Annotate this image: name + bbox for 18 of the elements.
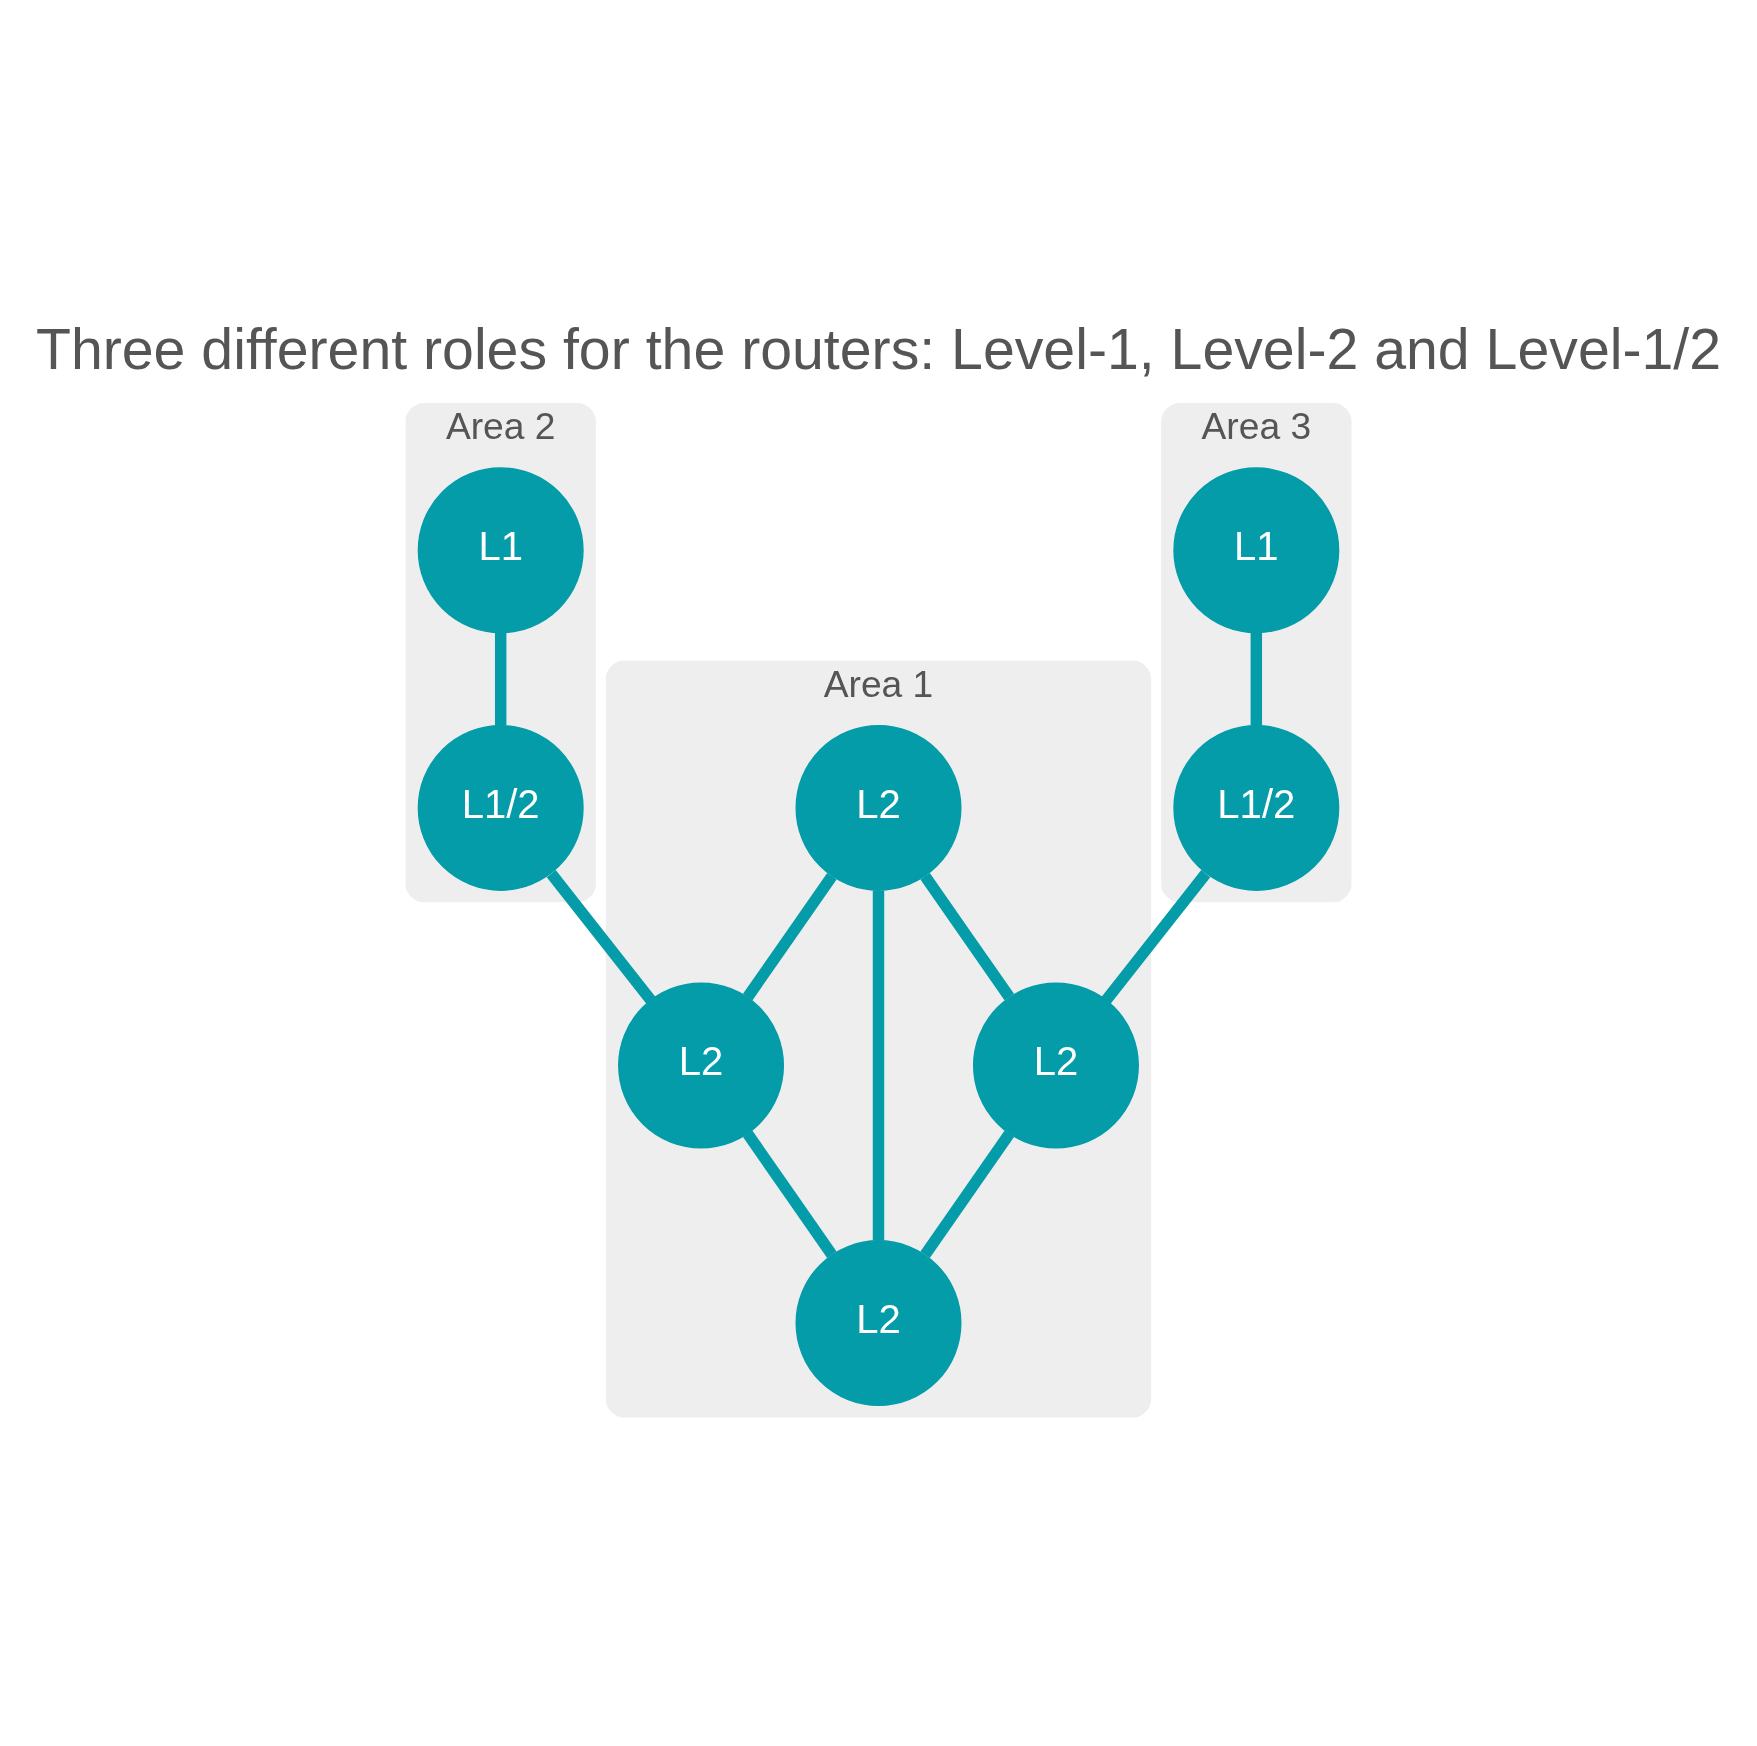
node-circle: L1	[1173, 467, 1340, 634]
connector	[742, 873, 837, 1001]
connector	[1101, 870, 1211, 1004]
node-circle: L2	[795, 1240, 962, 1407]
node-circle: L1	[417, 467, 584, 634]
node-circle: L2	[618, 982, 785, 1149]
connector	[1250, 633, 1263, 726]
diagram-title: Three different roles for the routers: Level-1, Level-2 and Level-1/2	[35, 317, 1722, 382]
node-circle: L1/2	[417, 724, 584, 891]
node-circle: L2	[795, 724, 962, 891]
node-circle: L1/2	[1173, 724, 1340, 891]
connector	[546, 870, 656, 1004]
connector	[920, 1130, 1015, 1258]
connector	[920, 873, 1015, 1001]
connector	[742, 1130, 837, 1258]
node-circle: L2	[972, 982, 1139, 1149]
connector	[494, 633, 507, 726]
connector	[872, 890, 885, 1241]
